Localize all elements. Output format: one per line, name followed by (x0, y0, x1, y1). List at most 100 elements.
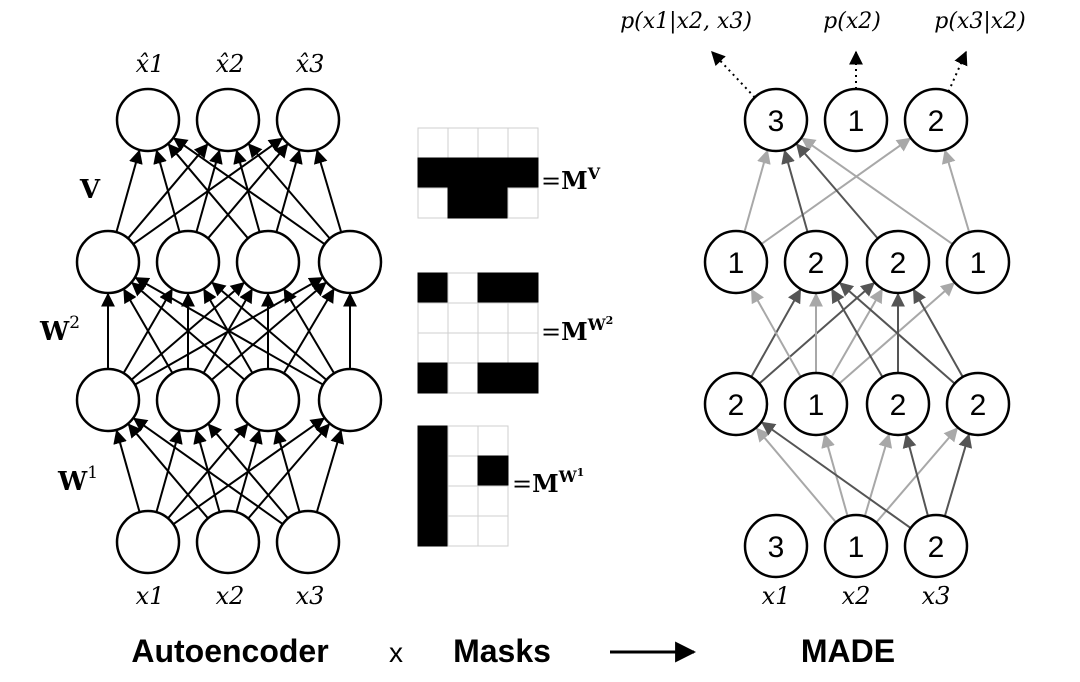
mask-cell-off (447, 302, 479, 334)
ae-edge (275, 149, 303, 233)
mask-cell-on (507, 272, 539, 304)
ae-input-node (275, 509, 341, 575)
mask-cell-on (477, 362, 509, 394)
made-edge (943, 433, 973, 517)
made-edge (760, 421, 912, 529)
made-hidden2-node-number: 1 (728, 247, 745, 280)
mask-cell-on (417, 455, 449, 487)
made-hidden2-node-number: 2 (808, 247, 825, 280)
output-label-2: x̂2 (216, 50, 245, 78)
mask-cell-on (507, 157, 539, 189)
made-hidden1-node-number: 2 (728, 389, 745, 422)
ae-edge (211, 281, 328, 381)
made-input-node (903, 513, 969, 579)
made-edge (801, 137, 954, 245)
made-edge (750, 288, 802, 378)
made-input-label-3: x3 (922, 582, 951, 610)
ae-hidden2-node (235, 229, 301, 295)
ae-edge (132, 417, 284, 525)
mask-cell-on (417, 425, 449, 457)
made-hidden1-node (783, 371, 849, 437)
made-input-node (823, 513, 889, 579)
made-edge (781, 149, 809, 233)
made-hidden1-node-number: 1 (808, 389, 825, 422)
mask-cell-on (477, 187, 509, 219)
made-hidden2-node-number: 2 (890, 247, 907, 280)
made-output-node (743, 87, 809, 153)
input-label-3: x3 (296, 582, 325, 610)
mask-label-v: =MV (541, 164, 601, 195)
ae-hidden1-node (75, 367, 141, 433)
mask-label-w2: =MW2 (541, 314, 613, 346)
caption-row: Autoencoder x Masks MADE (131, 633, 895, 669)
made-edge (743, 149, 771, 233)
made-output-node-number: 3 (768, 105, 785, 138)
made-output-dotted-arrow (711, 50, 756, 99)
mask-cell-off (447, 515, 479, 547)
ae-hidden1-node (235, 367, 301, 433)
mask-cell-on (447, 157, 479, 189)
mask-cell-off (507, 332, 539, 364)
prob-label-1: p(x1|x2, x3) (620, 9, 752, 34)
ae-edge (127, 423, 209, 519)
mask-label-w1: =MW1 (512, 466, 584, 498)
ae-edge (283, 288, 336, 374)
ae-hidden2-node (75, 229, 141, 295)
made-output-node (823, 87, 889, 153)
ae-edge (273, 429, 301, 513)
mask-matrix-v (417, 127, 539, 219)
made-hidden1-node-number: 2 (890, 389, 907, 422)
made-edges (743, 137, 973, 529)
made-hidden1-node (865, 371, 931, 437)
ae-edge (131, 281, 246, 381)
mask-cell-off (477, 425, 509, 457)
ae-output-node (195, 87, 261, 153)
output-label-1: x̂1 (136, 50, 165, 78)
made-input-node-number: 2 (928, 531, 945, 564)
made-hidden2-node (783, 229, 849, 295)
made-input-label-1: x1 (762, 582, 791, 610)
mask-cell-on (477, 455, 509, 487)
made-hidden2-node (945, 229, 1011, 295)
mask-cell-on (477, 157, 509, 189)
mask-cell-off (447, 272, 479, 304)
mask-cell-off (507, 187, 539, 219)
layer-label-v: V (79, 175, 101, 205)
mask-cell-off (447, 127, 479, 159)
made-output-node (903, 87, 969, 153)
ae-edge (167, 143, 249, 239)
ae-edge (315, 429, 345, 513)
ae-output-node (115, 87, 181, 153)
made-hidden1-node-number: 2 (970, 389, 987, 422)
mask-cell-off (477, 302, 509, 334)
mask-matrix-w1 (417, 425, 509, 547)
mask-cell-on (417, 272, 449, 304)
mask-cell-off (507, 302, 539, 334)
made-output-arrows (711, 50, 968, 99)
made-input-label-2: x2 (842, 582, 871, 610)
ae-edge (113, 429, 141, 513)
ae-hidden1-node (155, 367, 221, 433)
made-hidden2-node (865, 229, 931, 295)
mask-cell-on (447, 187, 479, 219)
mask-cell-off (447, 485, 479, 517)
made-edge (863, 433, 893, 517)
made-edge (912, 288, 964, 378)
caption-autoencoder: Autoencoder (131, 633, 328, 669)
mask-cell-off (447, 332, 479, 364)
autoencoder-output-labels: x̂1 x̂2 x̂3 (136, 50, 325, 78)
mask-cell-off (477, 332, 509, 364)
mask-cell-off (477, 485, 509, 517)
mask-cell-off (477, 127, 509, 159)
mask-cell-on (477, 272, 509, 304)
made-hidden2-node (703, 229, 769, 295)
made-input-labels: x1 x2 x3 (762, 582, 951, 610)
ae-hidden1-node (317, 367, 383, 433)
ae-edge (123, 288, 174, 374)
made-hidden1-node (703, 371, 769, 437)
made-input-node-number: 1 (848, 531, 865, 564)
ae-edge (207, 423, 289, 519)
made-edge (795, 143, 879, 240)
ae-hidden2-node (317, 229, 383, 295)
